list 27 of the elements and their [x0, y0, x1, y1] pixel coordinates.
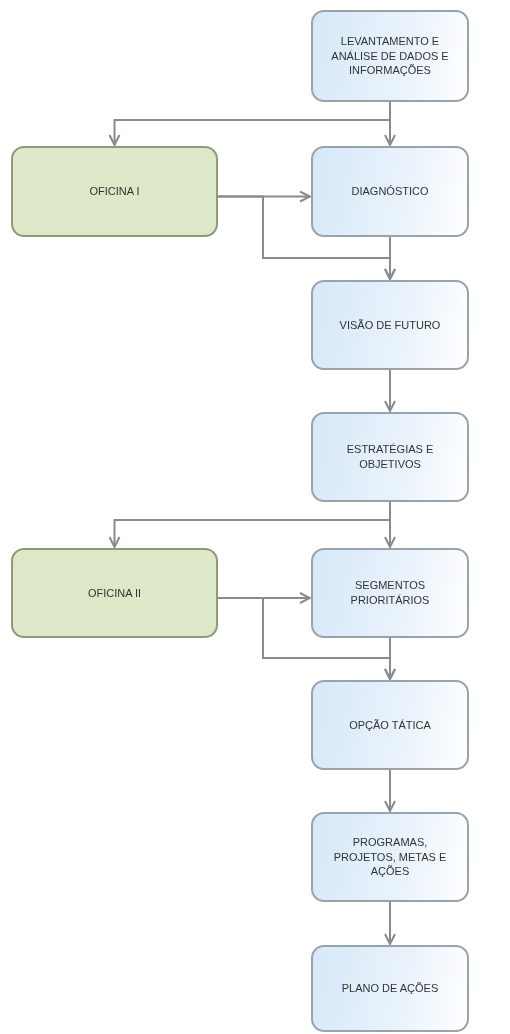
box-label: ESTRATÉGIAS E OBJETIVOS	[345, 442, 435, 472]
process-box	[311, 812, 469, 902]
box-label: SEGMENTOS PRIORITÁRIOS	[349, 578, 431, 608]
arrow	[384, 236, 396, 280]
process-box	[311, 10, 469, 102]
process-box	[311, 680, 469, 770]
box-label: PLANO DE AÇÕES	[341, 981, 439, 996]
arrow	[384, 769, 396, 812]
arrow	[384, 637, 396, 680]
box-label: VISÃO DE FUTURO	[339, 317, 441, 333]
arrow	[108, 101, 391, 146]
arrow	[384, 901, 396, 945]
box-label: PROGRAMAS, PROJETOS, METAS E AÇÕES	[332, 834, 448, 880]
arrow	[108, 501, 391, 548]
process-box	[311, 412, 469, 502]
process-box	[311, 280, 469, 370]
arrow	[384, 369, 396, 412]
process-box	[311, 146, 469, 237]
box-label: LEVANTAMENTO E ANÁLISE DE DADOS E INFORMAÇÕES	[330, 33, 450, 79]
box-label: OFICINA II	[87, 585, 142, 601]
box-label: DIAGNÓSTICO	[351, 184, 429, 199]
process-box	[11, 548, 218, 638]
box-label: OFICINA I	[89, 184, 140, 199]
process-box	[11, 146, 218, 237]
process-box	[311, 548, 469, 638]
box-label: OPÇÃO TÁTICA	[349, 717, 431, 733]
process-box	[311, 945, 469, 1032]
